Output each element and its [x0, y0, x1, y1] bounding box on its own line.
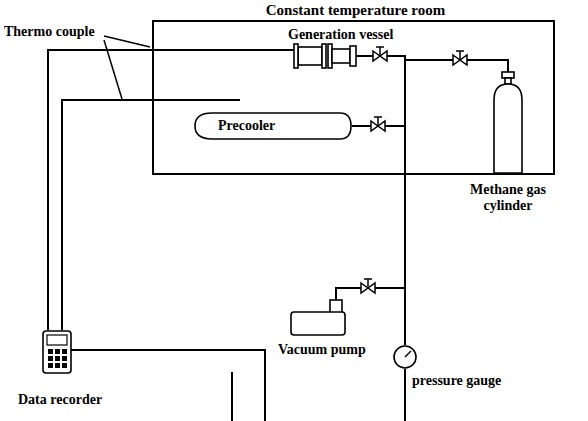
precooler-vessel: Precooler [194, 112, 352, 140]
pressure-gauge: pressure gauge [393, 345, 417, 369]
gas-cylinder-outline [492, 72, 524, 174]
pipe-line [356, 56, 405, 345]
node-label: Vacuum pump [278, 342, 366, 358]
leader-line [104, 40, 122, 99]
node-label: Methane gas cylinder [452, 182, 564, 214]
pipe-line [336, 288, 405, 345]
room-boundary: Constant temperature roomGeneration vess… [152, 20, 555, 175]
thermocouple-wire [62, 100, 152, 330]
pipe-line [352, 126, 405, 345]
pressure-gauge-outline [393, 345, 417, 369]
cable-line [70, 350, 265, 421]
valve-symbol [371, 117, 385, 131]
cable-line [231, 372, 233, 421]
thermocouple-wire [48, 50, 294, 330]
valve-symbol [361, 279, 375, 293]
vacuum-pump: Vacuum pump [290, 300, 346, 336]
valve-symbol [373, 47, 387, 61]
node-label: Precooler [218, 118, 275, 134]
thermocouple-probe [152, 99, 240, 101]
gas-cylinder: Methane gas cylinder [492, 72, 524, 174]
node-label: pressure gauge [412, 373, 501, 389]
node-label: Constant temperature room [154, 2, 557, 18]
valve-symbol [453, 51, 467, 65]
data-recorder-outline [42, 330, 72, 374]
part-label: Thermo couple [4, 24, 95, 40]
generation-vessel: Generation vessel [294, 44, 356, 68]
pipe-line [404, 369, 406, 421]
leader-line [104, 36, 150, 47]
vacuum-pump-outline [290, 300, 346, 336]
generation-vessel-outline [294, 44, 356, 68]
node-label: Data recorder [18, 392, 102, 408]
node-label: Generation vessel [288, 27, 393, 43]
data-recorder: Data recorder [42, 330, 72, 374]
